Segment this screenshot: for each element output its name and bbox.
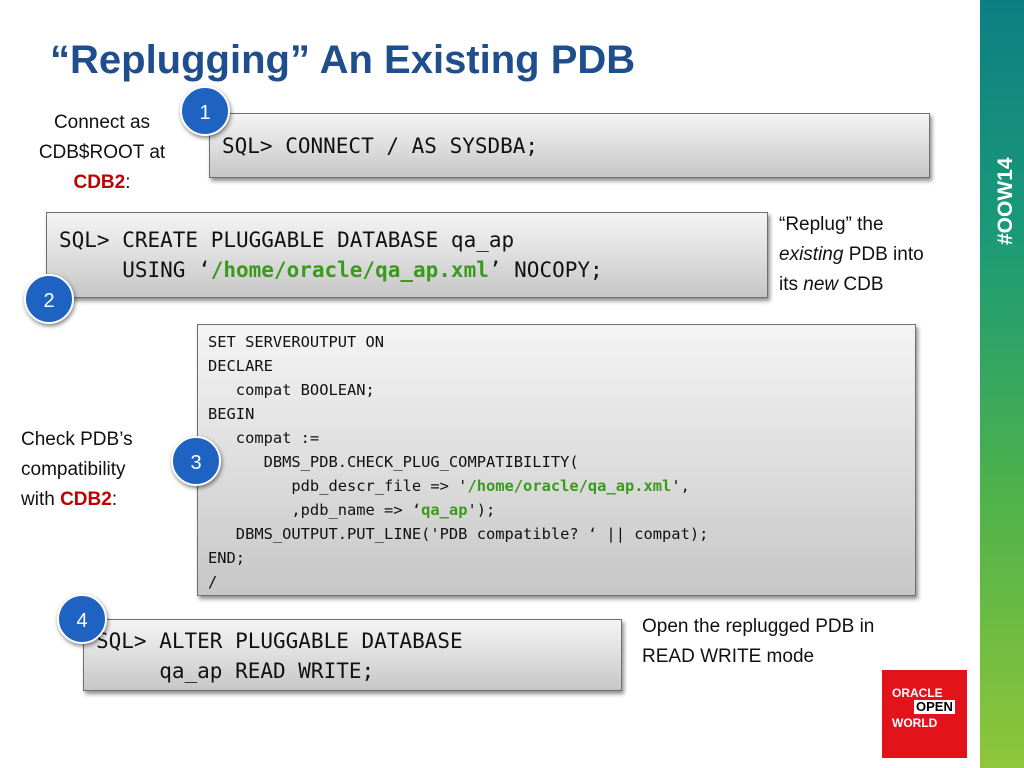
xml-path-highlight: /home/oracle/qa_ap.xml xyxy=(467,477,672,495)
step-badge-3: 3 xyxy=(171,436,221,486)
step4-note: Open the replugged PDB in READ WRITE mod… xyxy=(642,616,875,667)
step2-note: “Replug” the existing PDB into its new C… xyxy=(779,214,924,295)
code-line: DBMS_OUTPUT.PUT_LINE('PDB compatible? ‘ … xyxy=(208,525,709,543)
code-line: pdb_descr_file => '/home/oracle/qa_ap.xm… xyxy=(208,477,690,495)
step2-code-box: SQL> CREATE PLUGGABLE DATABASE qa_ap USI… xyxy=(46,212,768,298)
oracle-openworld-logo: ORACLE OPEN WORLD xyxy=(882,670,967,758)
xml-path-highlight: /home/oracle/qa_ap.xml xyxy=(210,258,489,282)
step-badge-2: 2 xyxy=(24,274,74,324)
pdb-name-highlight: qa_ap xyxy=(421,501,468,519)
hashtag-label: #OOW14 xyxy=(994,157,1017,245)
code-line: compat BOOLEAN; xyxy=(208,381,375,399)
step1-code-box: SQL> CONNECT / AS SYSDBA; xyxy=(209,113,930,178)
code-line: SQL> CONNECT / AS SYSDBA; xyxy=(222,134,539,158)
sidebar-band: #OOW14 xyxy=(980,0,1024,768)
step4-code-box: SQL> ALTER PLUGGABLE DATABASE qa_ap READ… xyxy=(83,619,622,691)
cdb2-highlight: CDB2 xyxy=(73,172,126,193)
code-line: USING ‘/home/oracle/qa_ap.xml’ NOCOPY; xyxy=(59,258,603,282)
code-line: SQL> CREATE PLUGGABLE DATABASE qa_ap xyxy=(59,228,515,252)
step1-note: Connect as CDB$ROOT at CDB2: xyxy=(38,112,166,193)
code-line: SQL> ALTER PLUGGABLE DATABASE xyxy=(96,629,463,653)
code-line: qa_ap READ WRITE; xyxy=(96,659,375,683)
code-line: DBMS_PDB.CHECK_PLUG_COMPATIBILITY( xyxy=(208,453,579,471)
code-line: / xyxy=(208,573,218,591)
code-line: compat := xyxy=(208,429,320,447)
step-badge-4: 4 xyxy=(57,594,107,644)
code-line: ,pdb_name => ‘qa_ap'); xyxy=(208,501,496,519)
code-line: END; xyxy=(208,549,246,567)
code-line: BEGIN xyxy=(208,405,255,423)
cdb2-highlight: CDB2 xyxy=(60,489,112,510)
code-line: DECLARE xyxy=(208,357,273,375)
step3-code-box: SET SERVEROUTPUT ON DECLARE compat BOOLE… xyxy=(197,324,916,596)
step3-note: Check PDB’s compatibility with CDB2: xyxy=(21,429,133,510)
step-badge-1: 1 xyxy=(180,86,230,136)
slide-title: “Replugging” An Existing PDB xyxy=(50,38,636,82)
code-line: SET SERVEROUTPUT ON xyxy=(208,333,385,351)
